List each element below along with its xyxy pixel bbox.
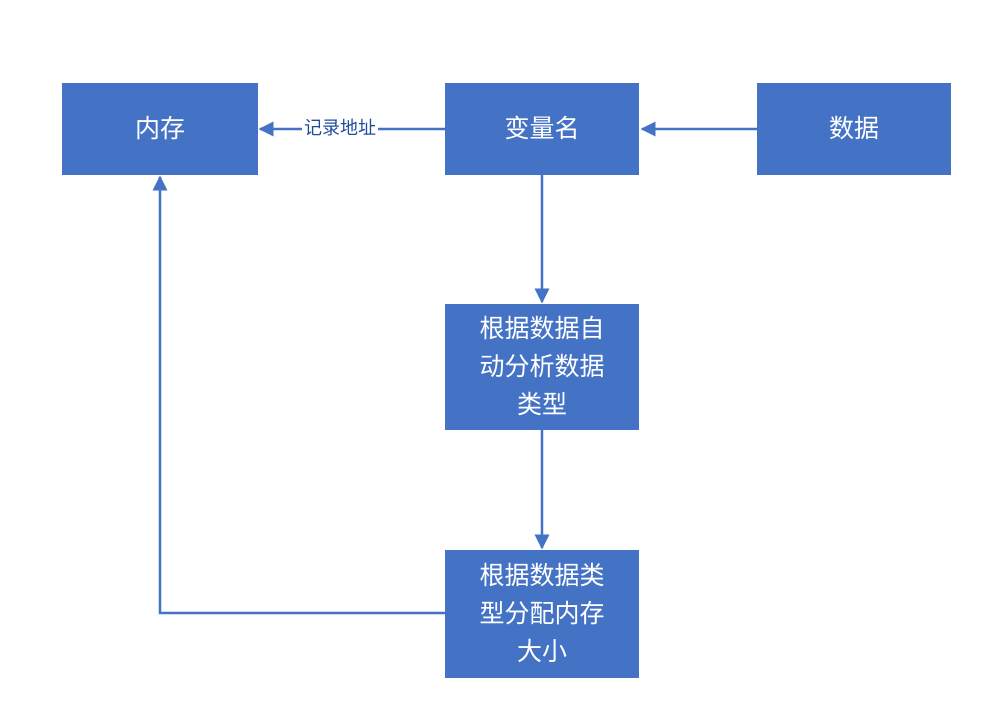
record-address-label: 记录地址 [302, 118, 378, 140]
infer-type-node: 根据数据自 动分析数据 类型 [445, 304, 639, 430]
infer-type-node-label: 根据数据自 动分析数据 类型 [479, 314, 605, 419]
data-node: 数据 [757, 83, 951, 175]
allocate-memory-node: 根据数据类 型分配内存 大小 [445, 550, 639, 678]
connector-allocate-to-memory [152, 175, 445, 615]
memory-node: 内存 [62, 83, 258, 175]
data-node-label: 数据 [828, 114, 879, 143]
allocate-memory-node-label: 根据数据类 型分配内存 大小 [479, 561, 605, 666]
variable-name-node-label: 变量名 [504, 114, 580, 143]
variable-name-node: 变量名 [445, 83, 639, 175]
memory-node-label: 内存 [134, 114, 185, 143]
